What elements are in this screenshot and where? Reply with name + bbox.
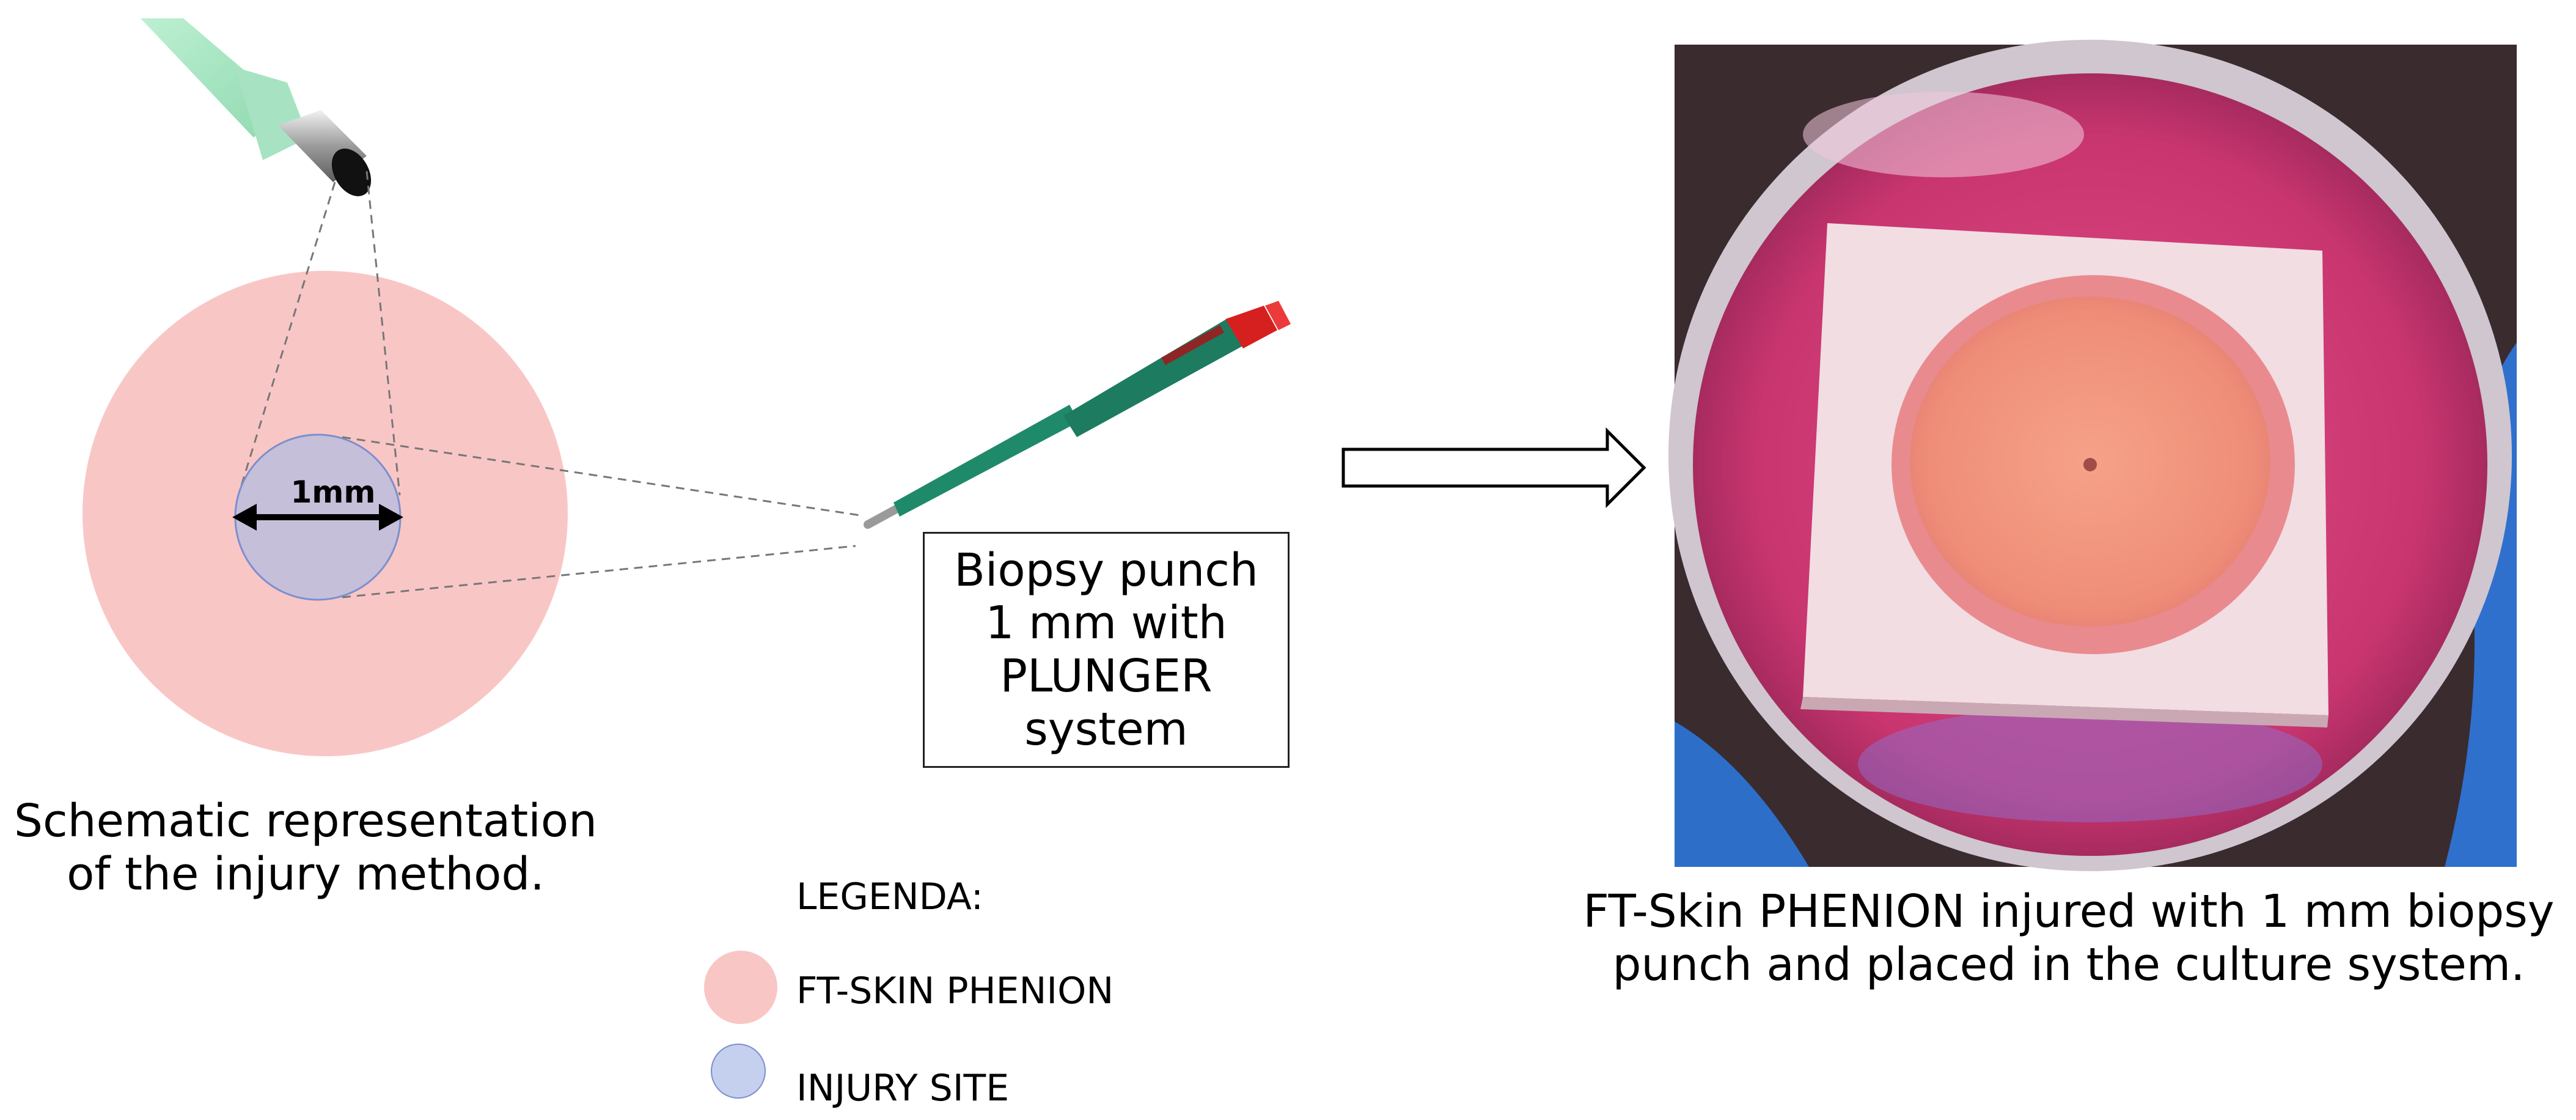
support-edge-shadow xyxy=(1800,697,2328,728)
legend-title: LEGENDA: xyxy=(796,875,983,918)
measure-arrowhead-left xyxy=(232,504,257,531)
punch-label-line2: 1 mm with xyxy=(985,597,1227,650)
punch-label-text: Biopsy punch 1 mm with PLUNGER system xyxy=(925,544,1288,756)
zoom-guide-line xyxy=(342,545,856,599)
well-bottom-reflection xyxy=(1858,706,2322,822)
pen-needle xyxy=(864,502,906,529)
measure-arrowhead-right xyxy=(379,504,403,531)
injury-hole xyxy=(2083,458,2097,471)
punch-label-box: Biopsy punch 1 mm with PLUNGER system xyxy=(923,532,1290,768)
punch-label-line4: system xyxy=(1024,702,1188,756)
glove-left xyxy=(1675,721,1809,867)
pen-barrel xyxy=(894,405,1079,517)
legend-skin-swatch xyxy=(704,951,777,1024)
photo-caption: FT-Skin PHENION injured with 1 mm biopsy… xyxy=(1565,885,2573,992)
pen-window xyxy=(1161,325,1224,366)
photo-caption-line1: FT-Skin PHENION injured with 1 mm biopsy xyxy=(1583,885,2555,938)
legend-item-injury-label: INJURY SITE xyxy=(796,1067,1010,1110)
schematic-caption-line2: of the injury method. xyxy=(67,848,545,901)
punch-label-line3: PLUNGER xyxy=(1000,650,1213,702)
legend-item-skin-label: FT-SKIN PHENION xyxy=(796,970,1114,1012)
biopsy-punch-pen xyxy=(864,301,1291,529)
process-arrow xyxy=(1341,427,1646,509)
pen-grip xyxy=(1063,318,1244,437)
schematic-caption-line1: Schematic representation xyxy=(13,795,597,847)
pen-plunger-end xyxy=(1265,301,1291,330)
zoom-guide-line xyxy=(237,182,336,496)
biopsy-tip-closeup xyxy=(141,18,372,196)
punch-tip-opening xyxy=(331,149,372,196)
zoom-guide-line xyxy=(365,171,401,496)
photo-caption-line2: punch and placed in the culture system. xyxy=(1612,938,2525,992)
well-glare xyxy=(1803,92,2084,177)
culture-system-photo xyxy=(1668,40,2517,871)
pen-plunger-tip xyxy=(1225,306,1277,348)
punch-label-line1: Biopsy punch xyxy=(954,543,1258,597)
measure-label: 1mm xyxy=(291,474,376,510)
schematic-caption: Schematic representation of the injury m… xyxy=(0,795,611,902)
legend-injury-swatch xyxy=(711,1044,766,1099)
